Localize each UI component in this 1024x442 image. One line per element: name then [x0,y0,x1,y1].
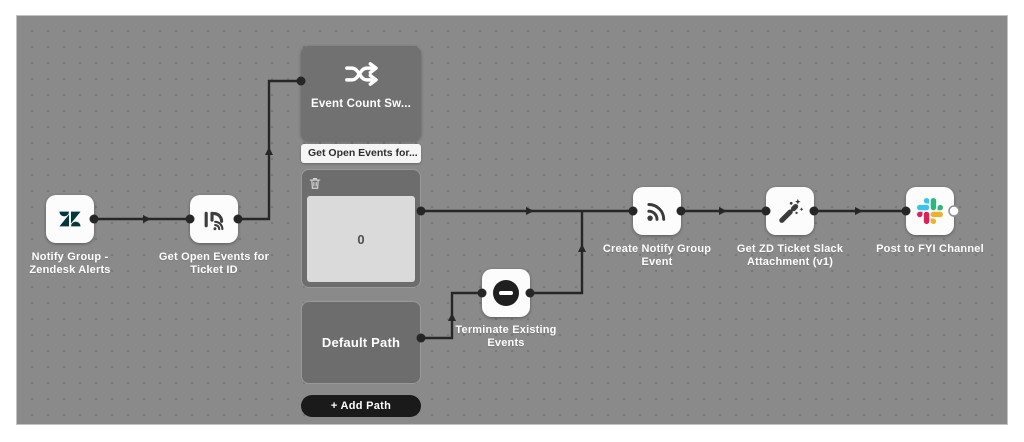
label-line: Events [487,337,525,349]
wire [238,79,301,221]
trash-icon[interactable] [308,175,322,191]
node-label-post-slack: Post to FYI Channel [876,243,984,256]
node-label-get-zd-ticket: Get ZD Ticket Slack Attachment (v1) [737,243,843,269]
label-line: Get Open Events for [158,251,270,263]
label-line: Notify Group - [31,251,109,263]
shuffle-icon [345,62,378,86]
arrowhead [526,207,534,215]
node-label-create-notify: Create Notify Group Event [603,243,711,269]
node-label-notify-group: Notify Group - Zendesk Alerts [29,251,110,277]
switch-path-default[interactable]: Default Path [301,301,421,384]
add-path-button[interactable]: + Add Path [301,395,421,417]
node-label-terminate: Terminate Existing Events [455,324,556,350]
workflow-canvas[interactable]: Notify Group - Zendesk Alerts Get Open E… [16,15,1008,425]
arrowhead [855,207,863,215]
node-label-get-open-events: Get Open Events for Ticket ID [159,251,269,277]
path-event-preview[interactable]: 0 [307,196,415,282]
minus-circle-icon [493,280,519,306]
label-line: Event [641,256,673,268]
switch-source-tag[interactable]: Get Open Events for... [301,144,421,163]
default-path-label: Default Path [321,335,401,350]
label-line: Get ZD Ticket Slack [736,243,844,255]
zendesk-icon [59,211,81,227]
label-line: Zendesk Alerts [29,264,111,276]
connection-ports [89,76,960,343]
arrowhead [265,147,273,155]
arrowhead [143,215,151,223]
arrowhead [578,244,586,252]
label-line: Post to FYI Channel [876,243,984,255]
label-line: Create Notify Group [602,243,712,255]
slack-logo [917,198,943,224]
connection-lines [94,79,906,340]
label-line: Ticket ID [190,264,238,276]
label-line: Terminate Existing [455,324,557,336]
magic-wand-icon [779,198,804,223]
node-get-zd-ticket-attachment[interactable] [766,187,814,235]
event-id-broadcast-icon [204,211,223,230]
switch-title: Event Count Sw... [310,98,412,110]
node-create-notify-group-event[interactable] [633,187,681,235]
node-notify-group-zendesk-alerts[interactable] [46,195,94,243]
label-line: Attachment (v1) [746,256,834,268]
arrowhead [719,207,727,215]
path-event-count: 0 [357,231,365,247]
node-get-open-events[interactable] [190,195,238,243]
switch-path-0[interactable]: 0 [301,169,421,288]
node-terminate-existing-events[interactable] [482,269,530,317]
node-post-to-fyi-channel[interactable] [906,187,954,235]
node-event-count-switch[interactable]: Event Count Sw... [301,46,421,141]
wire [530,211,584,295]
broadcast-rss-icon [647,203,666,221]
arrowhead [448,313,456,321]
